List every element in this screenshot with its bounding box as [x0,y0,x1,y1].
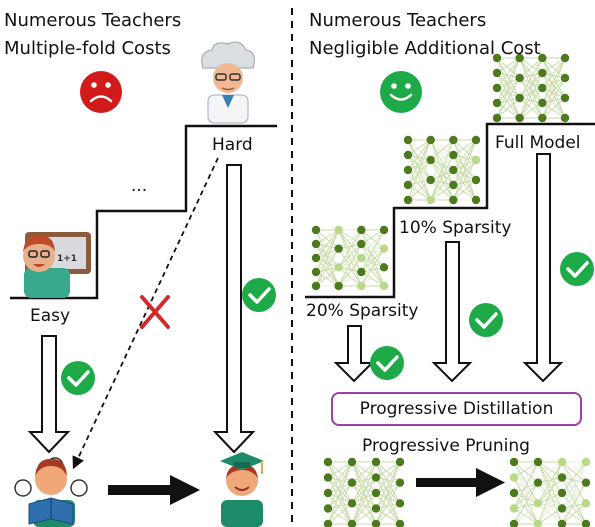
check-icon [560,252,594,286]
left-progress-arrow [108,475,200,505]
left-title-line1: Numerous Teachers [4,10,182,31]
sad-face-icon [80,71,122,113]
pruned-network-icon [509,457,591,527]
blackboard-text: 1+1 [57,254,78,264]
sparsity20-label: 20% Sparsity [306,301,419,321]
left-staircase [10,124,277,300]
check-icon [469,303,503,337]
right-progress-arrow [416,468,505,497]
happy-face-icon [380,71,422,113]
right-title-line1: Numerous Teachers [309,10,487,31]
teacher-blackboard-icon [23,232,91,298]
source-network-icon [323,457,405,527]
check-icon [61,361,95,395]
sparsity20-network-icon [311,225,389,291]
failed-distillation-arrow [72,157,219,470]
left-title-line2: Multiple-fold Costs [4,38,171,59]
check-icon [242,278,276,312]
right-staircase [305,122,595,299]
full-model-down-arrow [522,153,564,383]
full-model-label: Full Model [495,133,581,153]
progressive-pruning-label: Progressive Pruning [362,436,530,456]
professor-icon [201,41,255,124]
full-model-network-icon [492,53,570,123]
sparsity10-network-icon [403,135,481,205]
check-icon [370,346,404,380]
cross-icon [140,295,170,329]
sparsity10-label: 10% Sparsity [399,218,512,238]
sparsity20-down-arrow [333,325,375,383]
sparsity10-down-arrow [431,241,473,383]
student-reading-icon [14,457,88,527]
right-title-line2: Negligible Additional Cost [309,38,541,59]
ellipsis-label: ... [131,176,148,196]
hard-down-arrow [212,164,256,454]
graduate-student-icon [220,452,264,527]
easy-label: Easy [30,306,71,326]
hard-label: Hard [212,135,253,155]
easy-down-arrow [27,335,71,454]
neural-network-group [311,53,591,527]
progressive-distillation-box: Progressive Distillation [331,392,582,426]
